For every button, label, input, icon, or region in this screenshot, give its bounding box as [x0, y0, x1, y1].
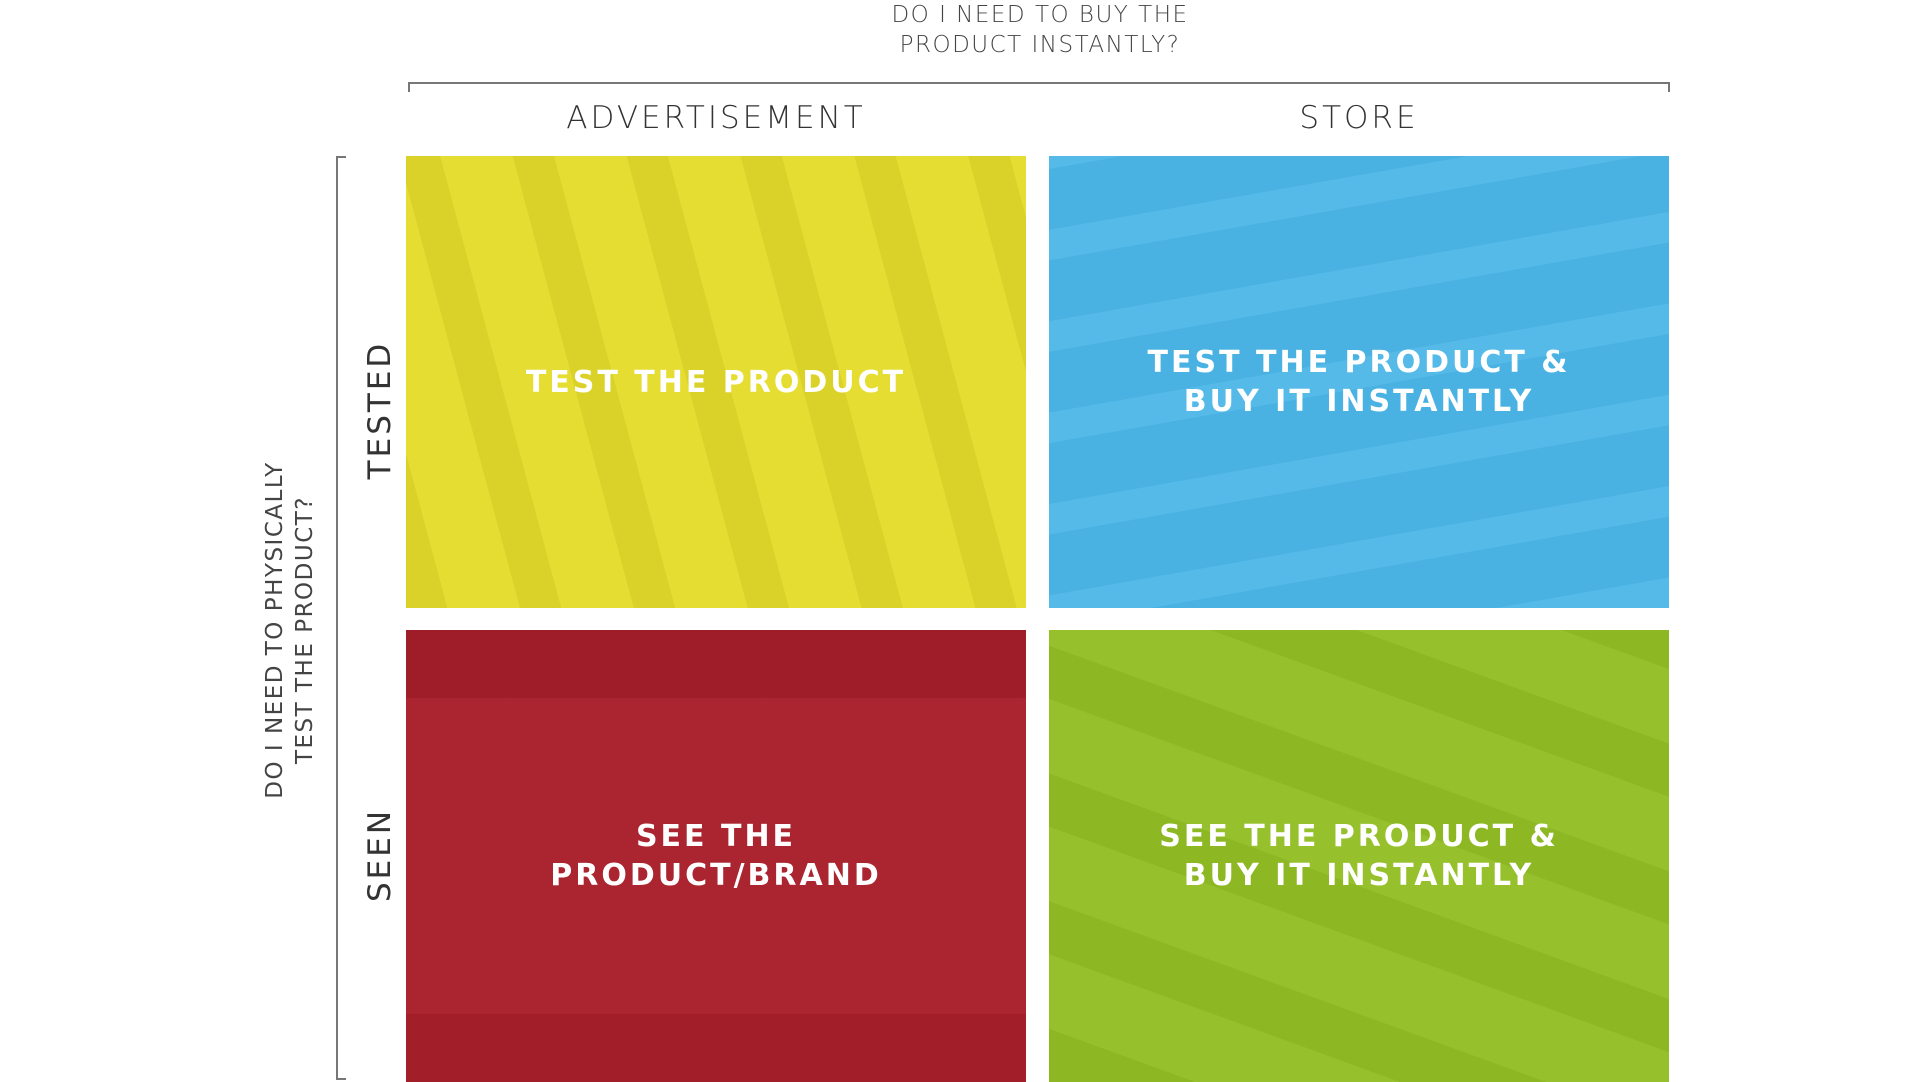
- quadrant-photo-texture: [1049, 156, 1669, 608]
- quadrant-label: TEST THE PRODUCT: [525, 364, 907, 400]
- top-axis-question: DO I NEED TO BUY THE PRODUCT INSTANTLY?: [891, 2, 1189, 58]
- quadrant-see-product-brand: SEE THE PRODUCT/BRAND: [406, 630, 1026, 1082]
- quadrant-label: SEE THE PRODUCT/BRAND: [550, 819, 882, 893]
- quadrant-photo-texture: [406, 156, 1026, 608]
- quadrant-photo-texture: [1049, 630, 1669, 1082]
- quadrant-photo-texture: [406, 630, 1026, 1082]
- quadrant-label: SEE THE PRODUCT & BUY IT INSTANTLY: [1159, 819, 1559, 893]
- quadrant-test-and-buy: TEST THE PRODUCT & BUY IT INSTANTLY: [1049, 156, 1669, 608]
- side-axis-question: DO I NEED TO PHYSICALLY TEST THE PRODUCT…: [262, 461, 318, 799]
- column-header-store: STORE: [1299, 100, 1419, 136]
- column-header-advertisement: ADVERTISEMENT: [566, 100, 866, 136]
- quadrant-label: TEST THE PRODUCT & BUY IT INSTANTLY: [1147, 345, 1571, 419]
- top-axis-bracket: [408, 82, 1670, 92]
- quadrant-see-and-buy: SEE THE PRODUCT & BUY IT INSTANTLY: [1049, 630, 1669, 1082]
- quadrant-test-the-product: TEST THE PRODUCT: [406, 156, 1026, 608]
- row-header-tested: TESTED: [362, 340, 398, 480]
- side-axis-bracket: [336, 156, 346, 1080]
- row-header-seen: SEEN: [362, 807, 398, 903]
